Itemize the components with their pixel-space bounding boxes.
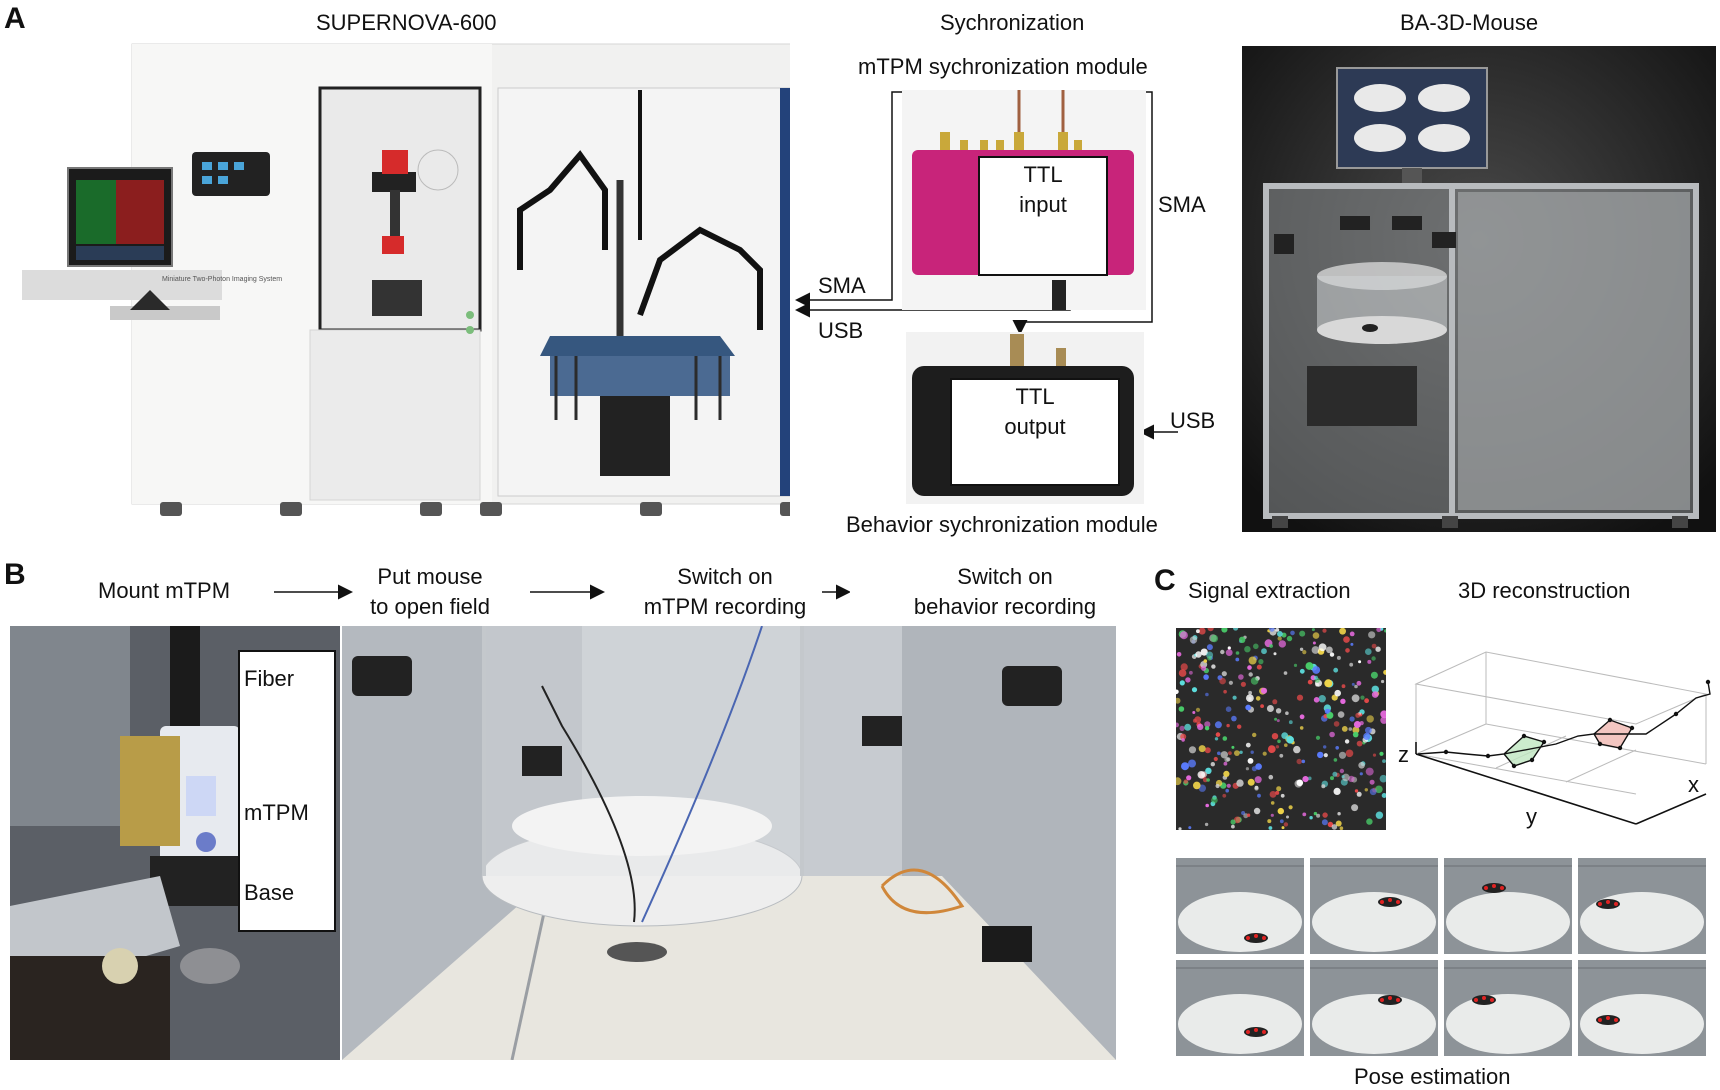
sma-left-label: SMA (818, 273, 866, 298)
panel-b-letter: B (4, 558, 26, 591)
step-2-line1: Put mouse (377, 564, 483, 589)
pose-estimation-title: Pose estimation (1354, 1064, 1511, 1089)
pose-frame (1310, 960, 1438, 1056)
signal-extraction-title: Signal extraction (1188, 578, 1351, 603)
step-3-line2: mTPM recording (643, 594, 807, 619)
open-field-photo (342, 626, 1116, 1060)
panel-a-letter: A (4, 2, 26, 35)
step-2-line2: to open field (370, 594, 490, 619)
mtpm-label: mTPM (244, 800, 309, 825)
pose-frame (1578, 960, 1706, 1056)
pose-frame (1176, 858, 1304, 954)
pose-frame (1578, 858, 1706, 954)
step-3-line1: Switch on (677, 564, 773, 589)
supernova-title: SUPERNOVA-600 (316, 10, 497, 35)
step-4-line2: behavior recording (913, 594, 1097, 619)
panel-c-letter: C (1154, 564, 1176, 597)
ttl-input-line1: TTL (1023, 162, 1063, 187)
ttl-input-line2: input (1019, 192, 1067, 217)
usb-right-label: USB (1170, 408, 1216, 433)
sync-title: Sychronization (940, 10, 1085, 35)
mount-label-box: Fiber mTPM Base (238, 650, 336, 932)
axis-x-label: x (1688, 772, 1699, 797)
step-1-line1: Mount mTPM (98, 578, 231, 603)
pose-frame (1310, 858, 1438, 954)
3d-reconstruction-title: 3D reconstruction (1458, 578, 1631, 603)
step-4-line1: Switch on (957, 564, 1053, 589)
ttl-output-line1: TTL (1015, 384, 1055, 409)
behavior-module-title: Behavior sychronization module (846, 512, 1158, 537)
pose-frame (1176, 960, 1304, 1056)
axis-z-label: z (1398, 742, 1409, 767)
ba3d-title: BA-3D-Mouse (1400, 10, 1539, 35)
ttl-output-line2: output (1004, 414, 1066, 439)
ttl-output-box: TTL output (950, 378, 1120, 486)
signal-extraction-image (1176, 628, 1386, 830)
ba3d-mouse-photo (1242, 46, 1716, 532)
3d-reconstruction-plot (1414, 651, 1711, 825)
sma-right-label: SMA (1158, 192, 1206, 217)
axis-y-label: y (1526, 804, 1537, 829)
sync-module-title: mTPM sychronization module (858, 54, 1148, 79)
step-arrows (274, 584, 850, 600)
pose-estimation-grid (1176, 858, 1712, 1058)
usb-left-label: USB (818, 318, 864, 343)
ttl-input-box: TTL input (978, 156, 1108, 276)
supernova-side-text: Miniature Two-Photon Imaging System (162, 276, 283, 283)
pose-frame (1444, 858, 1572, 954)
base-label: Base (244, 880, 295, 905)
pose-frame (1444, 960, 1572, 1056)
fiber-label: Fiber (244, 666, 295, 691)
supernova-600-photo: Miniature Two-Photon Imaging System (20, 40, 790, 520)
